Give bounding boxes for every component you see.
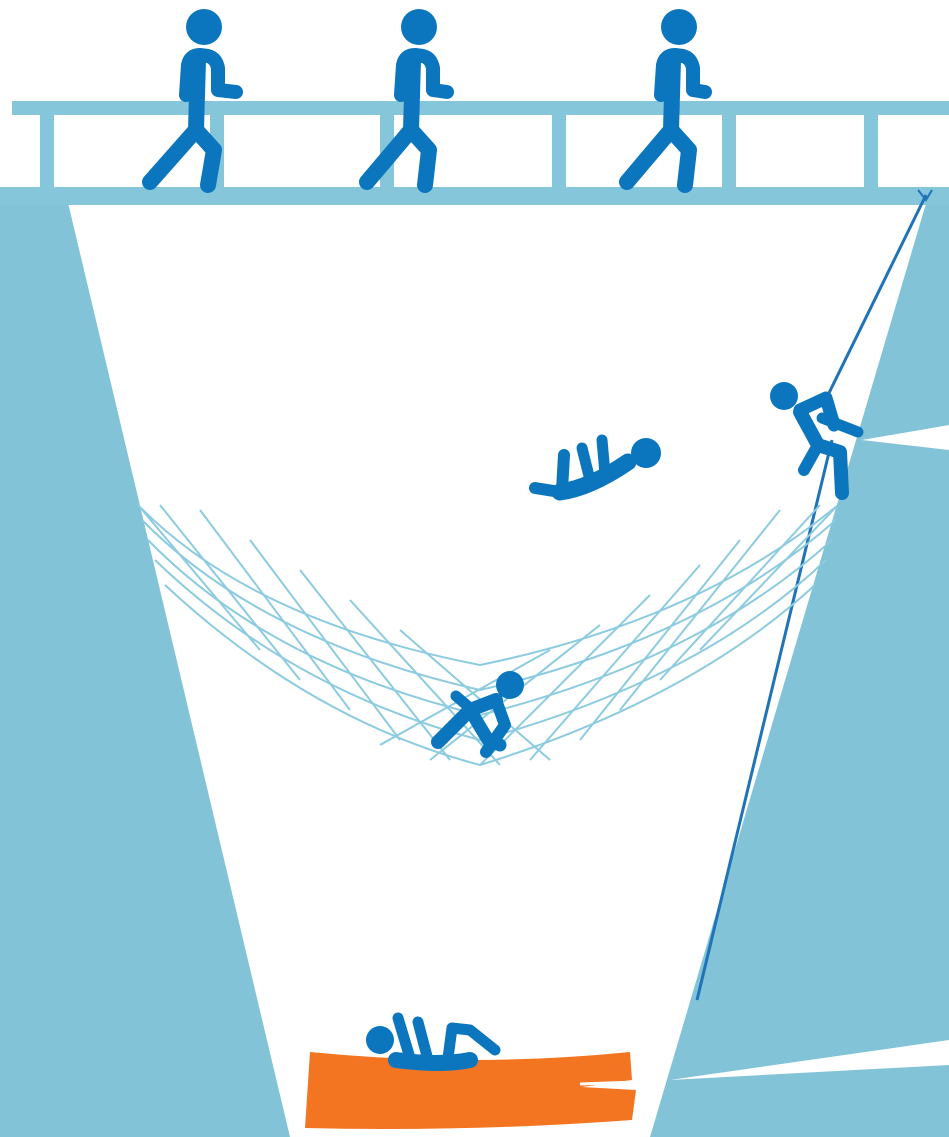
bridge-post [864,115,878,189]
bridge-handrail [12,101,949,115]
bridge-post [552,115,566,189]
bridge-post [40,115,54,189]
bridge-post [722,115,736,189]
bridge-deck [0,187,949,205]
